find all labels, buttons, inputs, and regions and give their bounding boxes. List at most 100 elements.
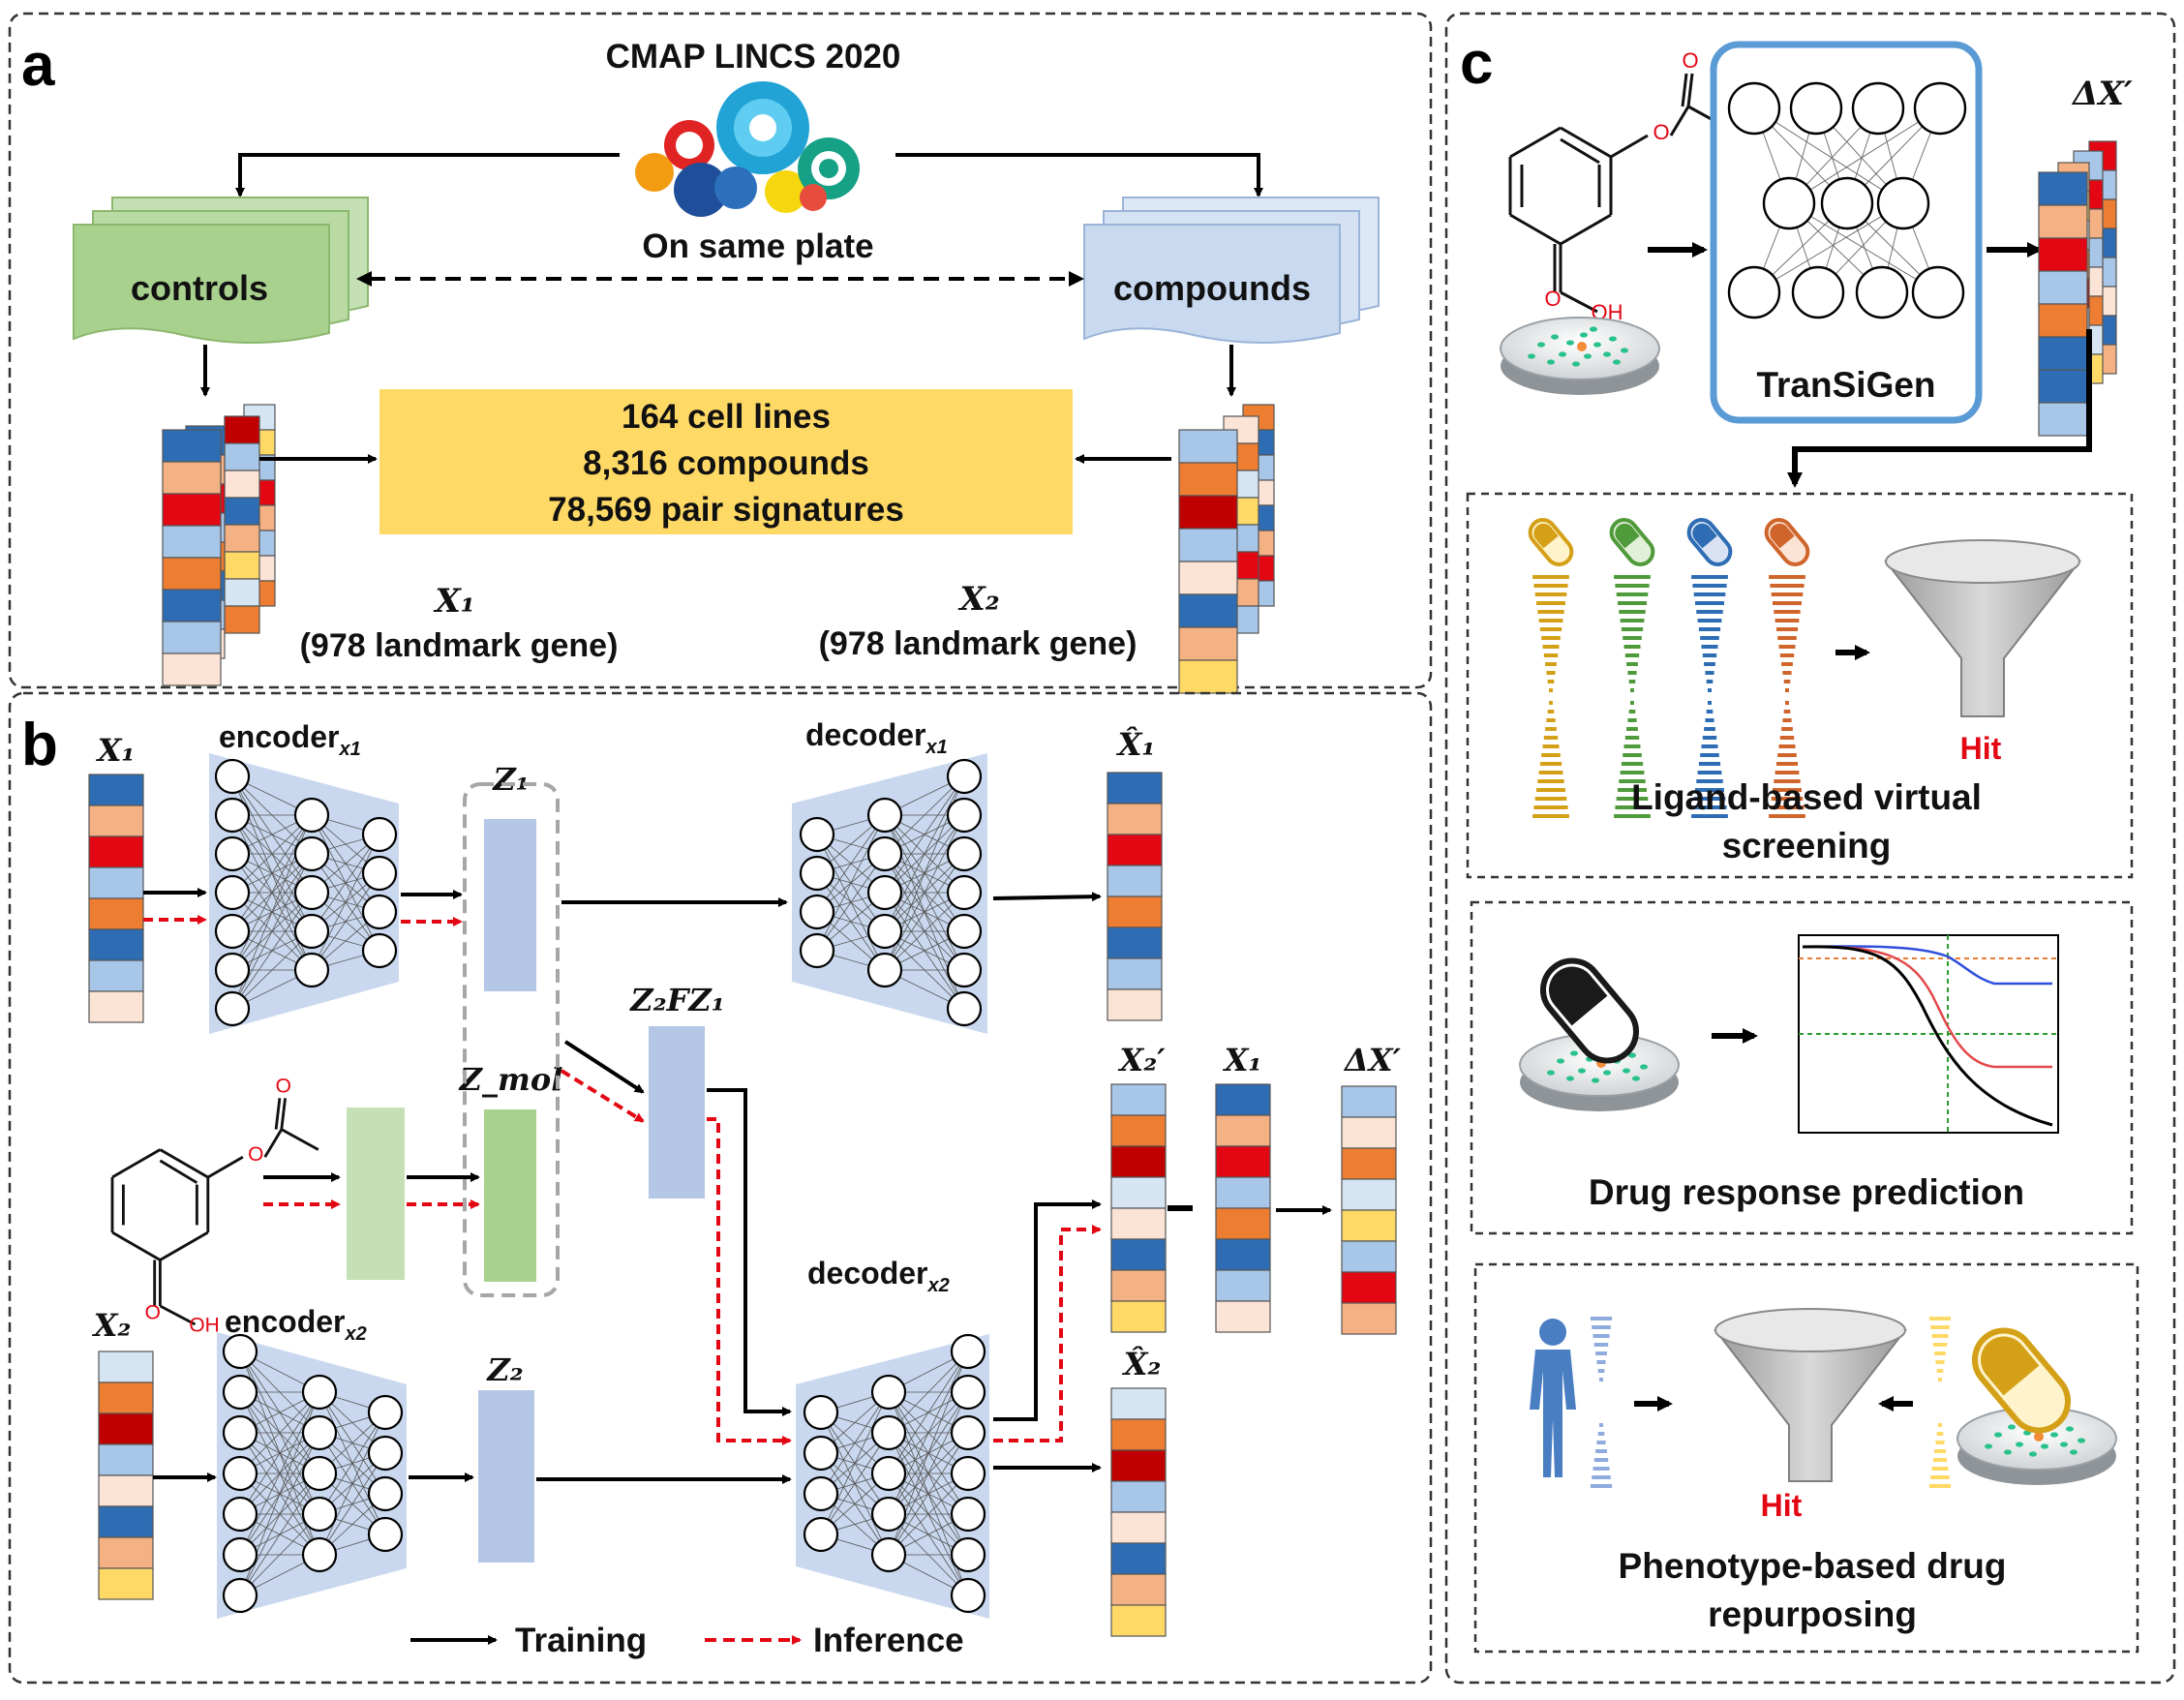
curve-blue <box>1802 945 2052 986</box>
stack-layer-front <box>2038 171 2088 437</box>
panel-c-border <box>1444 12 2176 1685</box>
logo-circle <box>674 163 728 217</box>
signature-cell <box>224 605 260 634</box>
panel-b-letter: b <box>21 712 58 778</box>
decoder-x2-network <box>796 1333 989 1619</box>
bond <box>1686 73 1694 107</box>
z2fz1-label: Z₂FZ₁ <box>628 982 724 1018</box>
signature-cell <box>2038 171 2088 206</box>
legend-inference-label: Inference <box>813 1622 964 1659</box>
signature-bar <box>1695 788 1724 792</box>
cell-dot <box>1632 1076 1640 1081</box>
signature-cell <box>1178 495 1238 530</box>
signature-bar <box>1769 814 1805 818</box>
screening-title-line2: screening <box>1722 826 1892 865</box>
neuron <box>214 874 251 911</box>
panel-a-letter: a <box>21 32 55 99</box>
neuron <box>301 1455 338 1492</box>
bond <box>1610 134 1649 159</box>
signature-bar <box>1592 1334 1610 1338</box>
signature-bar <box>1935 1441 1945 1444</box>
neuron <box>950 1455 986 1492</box>
stat-compounds: 8,316 compounds <box>583 444 869 482</box>
signature-bar <box>1701 744 1718 748</box>
arrow-decoder-x2prime-inf <box>993 1225 1102 1442</box>
neuron <box>946 835 983 872</box>
screening-title-line1: Ligand-based virtual <box>1631 777 1982 817</box>
cell-dot <box>1578 1068 1586 1074</box>
signature-cell <box>1178 593 1238 628</box>
signature-cell <box>88 804 144 837</box>
neuron <box>1855 265 1909 319</box>
signature-bar <box>1700 636 1719 640</box>
response-title: Drug response prediction <box>1589 1172 2024 1212</box>
signature-bar <box>1777 753 1797 757</box>
signature-cell <box>2038 369 2088 404</box>
signature-cell <box>1107 865 1163 897</box>
bond <box>281 1128 319 1151</box>
neuron <box>946 952 983 988</box>
human-body <box>1530 1350 1576 1477</box>
signature-cell <box>224 524 260 553</box>
arrow-to-controls <box>235 153 620 197</box>
signature-bar <box>1539 627 1562 631</box>
logo-circle <box>635 153 674 192</box>
signature-cell <box>88 928 144 961</box>
signature-cell <box>2038 204 2088 239</box>
signature-bar <box>1624 653 1640 657</box>
network-edge <box>816 814 886 952</box>
cell-dot <box>1609 336 1617 342</box>
neuron <box>946 874 983 911</box>
cell-dot <box>2008 1424 2016 1430</box>
x2-sublabel: (978 landmark gene) <box>819 625 1138 662</box>
cell-dot <box>1547 1070 1555 1076</box>
network-edge <box>239 1513 320 1596</box>
signature-cell <box>1215 1269 1271 1302</box>
signature-cell <box>224 442 260 471</box>
network-edge <box>1753 202 1904 293</box>
network-edge <box>816 814 886 913</box>
signature-cell <box>162 493 222 527</box>
human-head <box>1539 1319 1566 1346</box>
x2-hat-label: X̂₂ <box>1122 1346 1162 1382</box>
cell-dot <box>1985 1443 1992 1449</box>
network-edge <box>884 775 965 932</box>
signature-bar <box>1774 771 1800 774</box>
signature-cell <box>224 415 260 444</box>
signature-bar <box>1931 1334 1949 1338</box>
transigen-label: TranSiGen <box>1756 365 1935 405</box>
neuron <box>222 1414 258 1451</box>
signature-cell <box>1107 957 1163 990</box>
decoder-x2-title: decoderx2 <box>807 1256 950 1296</box>
controls-stack: controls <box>73 197 369 344</box>
signature-bar <box>1549 688 1553 692</box>
capsule-half <box>1981 1336 2040 1396</box>
signature-bar <box>1537 610 1564 614</box>
signature-cell <box>1110 1418 1167 1451</box>
cell-dot <box>1613 359 1621 365</box>
signature-cell <box>2038 336 2088 371</box>
neuron <box>361 894 398 930</box>
response-box <box>1470 900 2134 1235</box>
signature-bar <box>1595 1351 1607 1355</box>
neuron <box>361 855 398 892</box>
signature-bar <box>1769 575 1805 579</box>
cell-dot <box>1559 351 1566 357</box>
capsule <box>1764 518 1810 566</box>
signature-cell <box>1107 896 1163 928</box>
signature-cell <box>1178 462 1238 497</box>
signature-bar <box>1590 1317 1613 1321</box>
cell-dot-orange <box>1577 342 1587 351</box>
network-edge <box>311 834 380 932</box>
repurposing-box <box>1473 1262 2139 1654</box>
plate-label: On same plate <box>642 228 873 265</box>
signature-bar <box>1621 762 1644 766</box>
signature-bar <box>1621 627 1644 631</box>
signature-bar <box>1592 1325 1611 1329</box>
signature-bar <box>1597 1369 1605 1373</box>
x2-hat-column <box>1110 1387 1167 1637</box>
signature-bar <box>1779 736 1795 740</box>
network-edge <box>239 1391 320 1515</box>
